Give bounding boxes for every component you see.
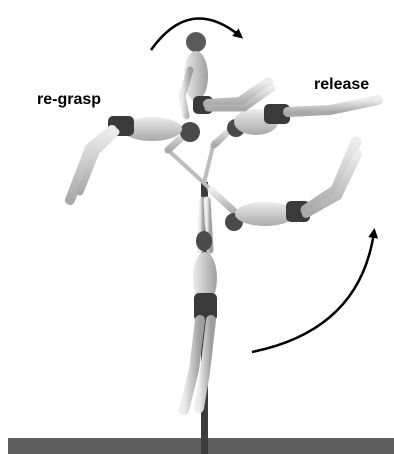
gymnast-hanging: [184, 200, 217, 410]
gymnast-swing-right: [211, 142, 358, 231]
gymnast-piked-top: [182, 32, 272, 116]
rotation-arrow-right: [252, 232, 374, 352]
release-label: release: [314, 76, 369, 94]
gymnast-regrasp: [70, 116, 200, 200]
regrasp-label: re-grasp: [37, 91, 101, 109]
